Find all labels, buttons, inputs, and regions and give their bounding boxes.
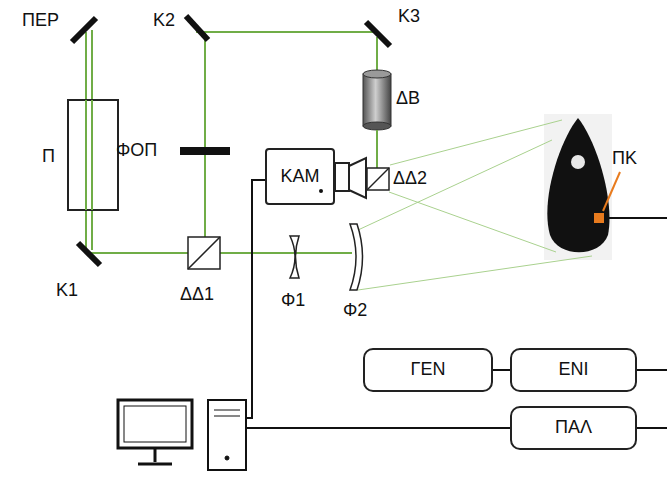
beam-splitter <box>188 237 220 269</box>
generator-box: ΓΕΝ <box>363 348 493 392</box>
computer-icon <box>118 400 246 470</box>
node-label: ΓΕΝ <box>411 360 446 380</box>
sample-ground <box>544 114 612 260</box>
part-label: ΠΚ <box>612 148 637 169</box>
sensor-mark <box>594 213 604 223</box>
cell-rect <box>68 100 118 210</box>
sample-hole <box>571 155 585 169</box>
plate-bar <box>180 147 230 155</box>
part-label: Κ1 <box>56 280 78 301</box>
sample <box>547 118 609 252</box>
mirror <box>72 16 390 265</box>
node-label: ΕΝΙ <box>558 360 588 380</box>
amplifier-box: ΕΝΙ <box>510 348 637 392</box>
leader-line <box>603 172 620 211</box>
oscilloscope-box: ΠΑΛ <box>510 406 637 450</box>
part-label: Κ2 <box>153 10 175 31</box>
part-label: Π <box>42 146 55 167</box>
part-label: Φ1 <box>281 290 305 311</box>
part-label: Φ2 <box>343 300 367 321</box>
node-label: ΚΑΜ <box>280 167 319 187</box>
part-label: ΠΕΡ <box>22 10 59 31</box>
part-label: ΦΟΠ <box>116 140 157 161</box>
camera-body: ΚΑΜ <box>265 148 335 205</box>
camera-dot <box>319 189 323 193</box>
concave-mirror <box>350 224 363 290</box>
laser-beam <box>86 30 377 253</box>
part-label: Κ3 <box>398 6 420 27</box>
camera-lens <box>335 158 366 198</box>
part-label: ΔΔ2 <box>393 168 427 189</box>
part-label: ΔΔ1 <box>180 284 214 305</box>
wire <box>247 180 667 428</box>
cylinder <box>363 70 391 130</box>
wire <box>493 370 510 371</box>
lens <box>290 236 299 278</box>
node-label: ΠΑΛ <box>555 418 592 438</box>
beam-splitter <box>367 168 389 190</box>
part-label: ΔΒ <box>396 88 420 109</box>
